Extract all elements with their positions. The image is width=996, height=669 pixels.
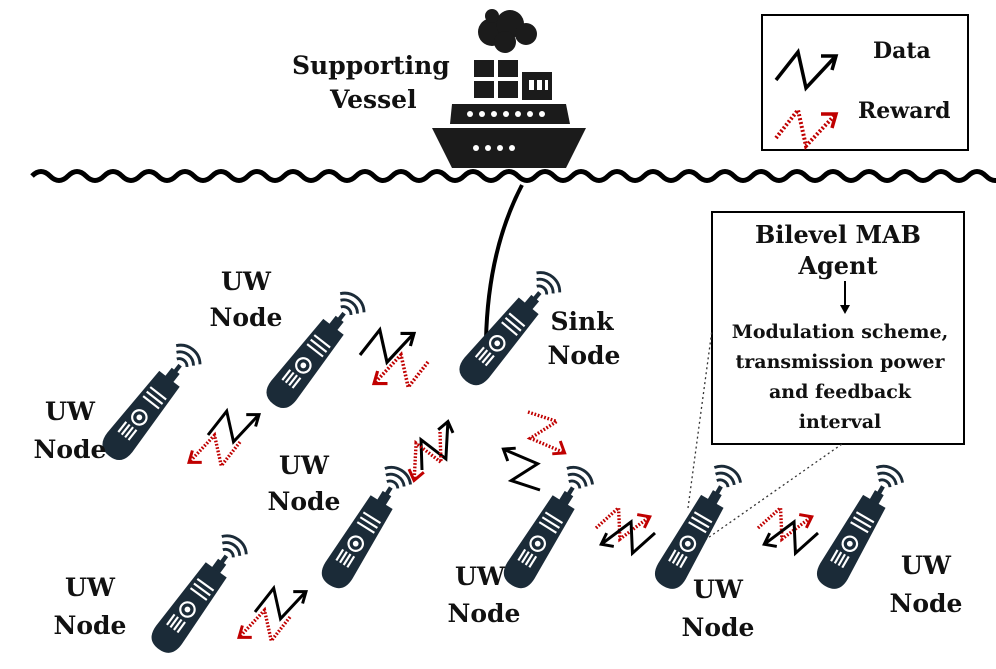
- legend-reward-label: Reward: [858, 98, 950, 124]
- uw-node-agent-label-line1: UW: [693, 575, 744, 604]
- uw-node-bottom-left-label-line1: UW: [65, 573, 116, 602]
- link-right-agent: [755, 502, 821, 558]
- uw-node-agent-label-line2: Node: [682, 613, 755, 642]
- uw-node-middle-label-line2: Node: [268, 487, 341, 516]
- link-bottomleft-middle: [237, 586, 308, 643]
- uw-node-top-label-line2: Node: [210, 303, 283, 332]
- agent-box: [711, 211, 965, 445]
- agent-desc-line3: and feedback: [769, 381, 912, 403]
- uw-node-bottom-center-label-line2: Node: [448, 599, 521, 628]
- legend-box: [761, 14, 969, 151]
- uw-node-right-modem-icon: [810, 459, 909, 596]
- sea-surface: [30, 169, 996, 183]
- vessel-label-line2: Vessel: [329, 85, 417, 114]
- uw-node-left-label-line1: UW: [45, 397, 96, 426]
- sink-node-modem-icon: [452, 265, 567, 393]
- uw-node-bottom-center-label-line1: UW: [455, 562, 506, 591]
- callout-line-left: [687, 329, 713, 509]
- vessel-label-line1: Supporting: [292, 51, 450, 80]
- legend-data-label: Data: [873, 38, 931, 64]
- agent-title-line2: Agent: [797, 251, 877, 280]
- uw-node-left-label-line2: Node: [34, 435, 107, 464]
- uw-node-middle-modem-icon: [314, 460, 417, 596]
- sink-node-label-line1: Sink: [550, 307, 614, 336]
- link-agent-bottomcenter: [593, 502, 658, 558]
- uw-node-top-label-line1: UW: [221, 267, 272, 296]
- uw-node-bottom-left-modem-icon: [144, 528, 253, 660]
- agent-title-line1: Bilevel MAB: [755, 220, 921, 249]
- agent-desc-line1: Modulation scheme,: [732, 321, 948, 343]
- uw-node-left-modem-icon: [95, 338, 207, 468]
- link-top-sink: [358, 328, 430, 390]
- smoke-icon: [478, 9, 537, 53]
- link-left-top: [187, 409, 261, 468]
- agent-down-arrow-icon: [840, 281, 850, 314]
- uw-node-middle-label-line1: UW: [279, 451, 330, 480]
- uw-node-right-label-line1: UW: [901, 551, 952, 580]
- agent-desc-line2: transmission power: [735, 351, 945, 373]
- tether-cable: [484, 184, 524, 341]
- uw-node-bottom-left-label-line2: Node: [54, 611, 127, 640]
- link-bottomcenter-sink: [498, 402, 570, 500]
- sink-node-label-line2: Node: [548, 341, 621, 370]
- ship-icon: [432, 9, 586, 168]
- agent-desc-line4: interval: [799, 411, 881, 433]
- callout-line-right: [704, 443, 843, 541]
- uw-node-right-label-line2: Node: [890, 589, 963, 618]
